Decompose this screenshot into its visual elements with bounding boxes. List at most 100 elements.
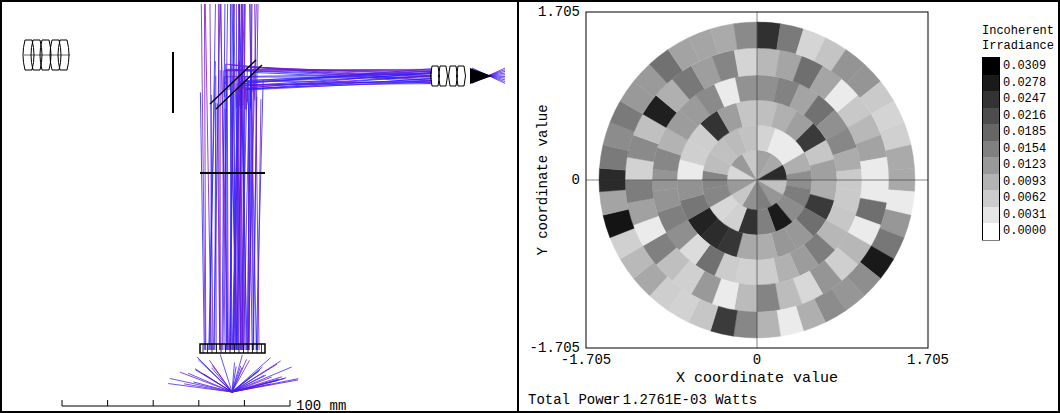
ray	[243, 85, 244, 105]
focus-cone	[470, 68, 492, 84]
irradiance-cell	[727, 180, 757, 195]
hatch	[239, 344, 240, 353]
ray	[230, 75, 233, 350]
colorbar-swatch	[983, 157, 999, 174]
scale-tick	[107, 400, 108, 406]
colorbar-swatch	[983, 58, 999, 75]
irradiance-cell	[757, 283, 780, 312]
legend-value: 0.0309	[1003, 59, 1046, 73]
ray	[225, 82, 226, 350]
hatch	[207, 344, 208, 353]
ray	[232, 375, 264, 392]
irradiance-cell	[810, 159, 837, 180]
legend-value: 0.0216	[1003, 109, 1046, 123]
ray	[200, 92, 204, 350]
irradiance-cell	[710, 24, 737, 54]
ray	[229, 4, 234, 350]
scale-tick	[62, 400, 63, 406]
irradiance-cell	[625, 180, 654, 203]
ray	[250, 67, 251, 87]
irradiance-cell	[833, 148, 861, 172]
colorbar-swatch	[983, 108, 999, 125]
ray	[257, 99, 260, 350]
ray	[221, 4, 225, 350]
ray	[243, 77, 245, 350]
ray	[231, 4, 233, 350]
ray	[240, 4, 248, 350]
legend-value: 0.0278	[1003, 76, 1046, 90]
colorbar-swatch	[983, 174, 999, 191]
irradiance-cell	[757, 233, 778, 260]
legend-value: 0.0031	[1003, 208, 1046, 222]
axis-title: Y coordinate value	[535, 104, 551, 255]
ray	[201, 4, 205, 350]
ray	[247, 85, 248, 105]
ray	[232, 379, 284, 392]
tick-label: -1.705	[561, 352, 611, 368]
ray	[237, 96, 240, 350]
irradiance-cell	[757, 311, 781, 338]
hatch	[221, 344, 222, 353]
ray-bundle	[168, 4, 505, 392]
legend-value: 0.0093	[1003, 175, 1046, 189]
colorbar-swatch	[983, 207, 999, 224]
colorbar-swatch	[983, 223, 999, 240]
panel-divider	[517, 0, 519, 413]
ray	[214, 4, 220, 350]
ray	[184, 384, 232, 392]
irradiance-cell	[860, 157, 889, 180]
irradiance-cell	[738, 125, 757, 152]
ray	[229, 70, 230, 90]
beam-splitter	[216, 65, 262, 109]
beam-splitter	[210, 60, 256, 104]
ray	[251, 67, 252, 87]
ray	[250, 90, 251, 110]
ray	[220, 70, 221, 350]
axis-line	[757, 12, 758, 348]
irradiance-cell	[736, 100, 757, 127]
irradiance-cell	[757, 208, 776, 235]
irradiance-cell	[757, 258, 779, 285]
ray	[220, 4, 228, 350]
tick-label: 0	[753, 352, 761, 368]
ray	[248, 88, 250, 350]
axis-title: X coordinate value	[676, 370, 838, 388]
irradiance-cell	[886, 145, 915, 170]
hatch	[203, 344, 204, 353]
colorbar-swatch	[983, 190, 999, 207]
ray	[247, 78, 250, 350]
hatch	[252, 344, 253, 353]
tick-label: 1.705	[907, 352, 949, 368]
ray	[225, 64, 226, 84]
irradiance-cell	[599, 190, 628, 215]
irradiance-cell	[757, 165, 787, 180]
ray	[223, 71, 224, 91]
legend-value: 0.0123	[1003, 158, 1046, 172]
hatch	[230, 344, 231, 353]
scale-tick	[244, 400, 245, 406]
colorbar-swatch	[983, 141, 999, 158]
irradiance-cell	[733, 311, 757, 338]
legend-value: 0.0247	[1003, 92, 1046, 106]
scale-bar	[62, 400, 290, 406]
ray	[250, 4, 254, 350]
scale-line	[62, 406, 290, 407]
scale-tick	[290, 400, 291, 406]
irradiance-cell	[734, 48, 757, 77]
legend-value: 0.0154	[1003, 142, 1046, 156]
ray	[227, 76, 228, 350]
lens-element	[457, 66, 466, 86]
ray	[254, 80, 255, 100]
irradiance-cell	[777, 306, 804, 336]
irradiance-cell	[735, 75, 757, 102]
hatch	[243, 344, 244, 353]
legend-title: Incoherent Irradiance	[982, 24, 1056, 54]
ray	[226, 69, 227, 89]
irradiance-cell	[653, 188, 681, 212]
legend-value: 0.0000	[1003, 224, 1046, 238]
ray	[245, 90, 246, 110]
lens-plate	[200, 344, 265, 353]
hatch	[261, 344, 262, 353]
scale-tick	[153, 400, 154, 406]
